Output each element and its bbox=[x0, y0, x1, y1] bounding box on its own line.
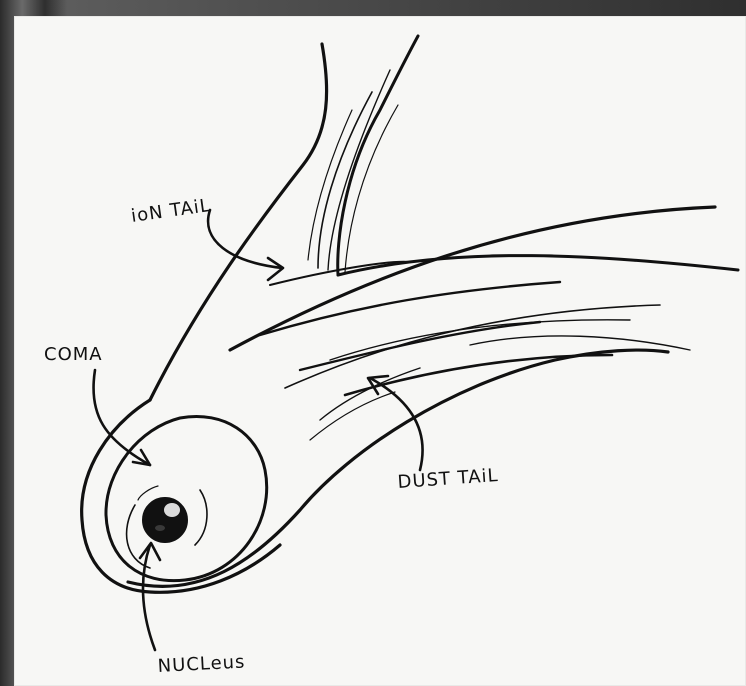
coma-label: COMA bbox=[44, 344, 103, 365]
outer-head-envelope bbox=[82, 400, 280, 592]
coma-boundary bbox=[106, 417, 267, 581]
nucleus-arrow bbox=[140, 543, 160, 650]
ion-tail-arrow bbox=[208, 210, 283, 280]
nucleus-label: NUCLeus bbox=[157, 651, 246, 677]
coma-arrow bbox=[93, 370, 150, 465]
nucleus bbox=[143, 498, 187, 542]
dust-tail-arrow bbox=[368, 376, 423, 470]
dust-tail-strands bbox=[230, 207, 738, 440]
ion-tail-label: ioN TAiL bbox=[130, 195, 212, 227]
dust-tail-label: DUST TAiL bbox=[397, 465, 499, 493]
lower-envelope-curve bbox=[128, 350, 668, 586]
